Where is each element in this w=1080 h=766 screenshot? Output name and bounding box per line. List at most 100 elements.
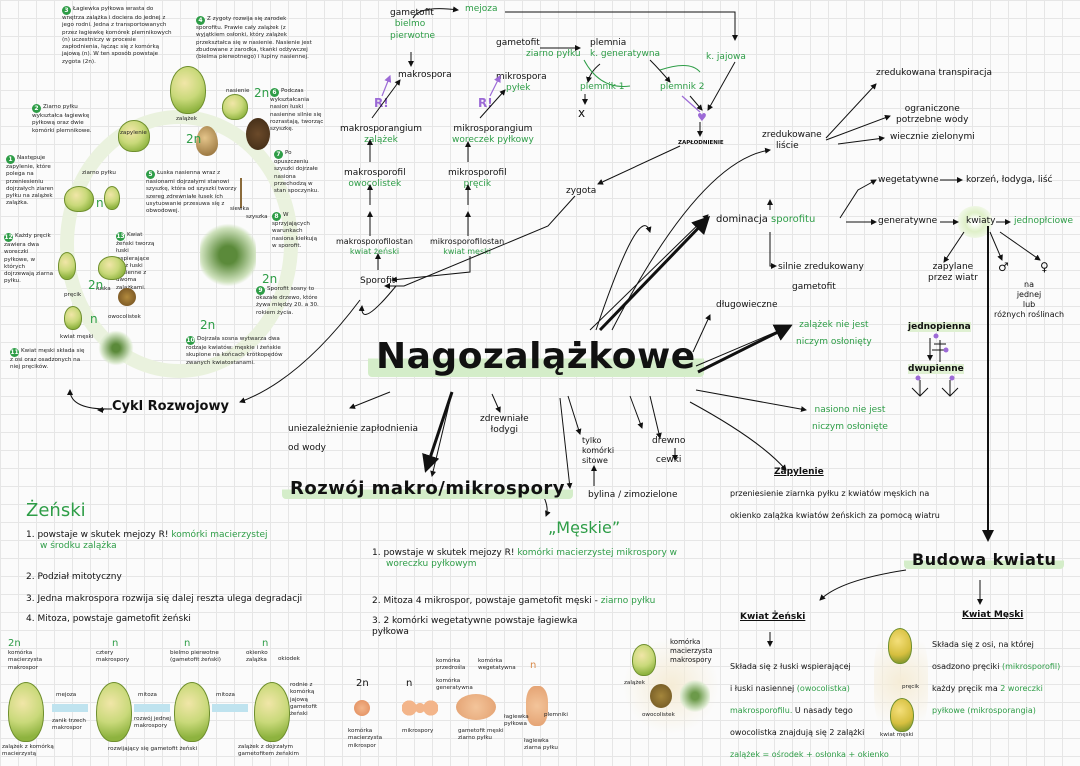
pollination-text-2: okienko zalążka kwiatów żeńskich za pomo… xyxy=(730,511,940,520)
zygota-node: zygota xyxy=(566,186,597,196)
label-2n-b: 2n xyxy=(254,86,270,100)
vegetative-result: korzeń, łodyga, liść xyxy=(966,175,1053,185)
fig-mitoza-1: mitoza xyxy=(138,692,157,698)
male-cone-figure xyxy=(890,698,914,732)
mother-cell xyxy=(354,700,370,716)
label-siewka: siewka xyxy=(230,206,250,212)
ovule-4 xyxy=(254,682,290,742)
needle-figure xyxy=(680,676,710,716)
mfig-label-sperm: plemniki xyxy=(544,712,568,718)
transpiration-node: zredukowana transpiracja xyxy=(876,68,993,78)
makrospora-node: makrospora xyxy=(398,70,452,80)
meiosis-label: mejoza xyxy=(465,4,498,14)
plemnik2-node: plemnik 2 xyxy=(660,82,705,92)
flower-structure-heading: Budowa kwiatu xyxy=(904,550,1065,569)
label-kwiat-meski: kwiat męski xyxy=(60,334,94,340)
ovule-2 xyxy=(96,682,132,742)
microspores xyxy=(402,700,438,716)
fig-zalazek-mature: zalążek z dojrzałym gametofitem żeńskim xyxy=(238,744,299,758)
cone-illustration xyxy=(246,118,270,150)
ovule-1 xyxy=(8,682,44,742)
dominance-node: dominacja sporofitu xyxy=(716,214,816,225)
cycle-heading: Cykl Rozwojowy xyxy=(112,399,229,414)
male-development-figure: 2n n n komórka macierzysta mikrospor mik… xyxy=(340,656,580,764)
reduced-node: silnie zredukowany xyxy=(778,262,864,272)
label-nasienie: nasienie xyxy=(226,88,250,94)
pine-twig-illustration xyxy=(98,328,134,368)
seedling-illustration xyxy=(240,178,264,208)
winged-seed-illustration xyxy=(196,126,218,156)
monoecious-node: jednopienna xyxy=(908,322,971,332)
fig-mother-cell: komórka macierzysta makrospory xyxy=(670,638,713,665)
fig-rozwoj: rozwój jednej makrospory xyxy=(134,716,171,730)
vegetative-node: wegetatywne xyxy=(878,175,939,185)
female-symbol: ♀ xyxy=(1040,260,1049,274)
fig-label-endosperm: bielmo pierwotne (gametofit żeński) xyxy=(170,650,221,664)
fertilization-label: ZAPŁODNIENIE xyxy=(678,140,724,146)
female-heading: Żeński xyxy=(26,500,86,521)
male-heading: „Męskie” xyxy=(548,518,621,537)
long-lived-node: długowieczne xyxy=(716,300,778,310)
female-cone-illustration xyxy=(118,288,136,306)
pine-branch-illustration xyxy=(200,220,256,290)
pollen-grain xyxy=(456,694,496,720)
arrow-1 xyxy=(52,704,88,712)
heart-icon: ♥ xyxy=(697,111,707,124)
mfig-label-prothallial: komórka przedrośla xyxy=(436,658,466,672)
cancel-mark: x xyxy=(578,106,586,120)
label-2n-e: 2n xyxy=(262,272,278,286)
seed-illustration xyxy=(170,66,206,114)
evergreen-shrub-node: bylina / zimozielone xyxy=(588,490,678,500)
fig-rozwijajacy: rozwijający się gametofit żeński xyxy=(108,746,198,752)
label-owocolistek: owocolistek xyxy=(108,314,141,320)
ovule-3 xyxy=(174,682,210,742)
stamen-illustration xyxy=(58,252,76,280)
fig-precik: pręcik xyxy=(902,684,920,690)
scale-illustration xyxy=(98,256,126,280)
seed-green-illustration xyxy=(222,94,248,120)
sporofit-node: Sporofit xyxy=(360,276,396,286)
female-flower-figure: komórka macierzysta makrospory zalążek o… xyxy=(620,632,720,742)
label-n-a: n xyxy=(96,196,104,210)
fig-mitoza-2: mitoza xyxy=(216,692,235,698)
label-ziarno: ziarno pyłku xyxy=(82,170,116,176)
fig-zalazek-mother: zalążek z komórką macierzystą xyxy=(2,744,54,758)
male-symbol: ♂ xyxy=(998,260,1009,274)
mfig-label-microspores: mikrospory xyxy=(402,728,434,734)
label-precik: pręcik xyxy=(64,292,82,298)
reduction-mark-2: R! xyxy=(478,96,493,110)
fig-rodnie: rodnie z komórką jajową gametofit żeński xyxy=(290,682,318,718)
label-zalazek: zalążek xyxy=(176,116,197,122)
male-point-1: 1. powstaje w skutek mejozy R! komórki m… xyxy=(372,548,678,570)
ovule-figure xyxy=(632,644,656,676)
female-flower-heading: Kwiat Żeński xyxy=(740,612,806,622)
male-point-3: 3. 2 komórki wegetatywne powstaje łagiew… xyxy=(372,616,578,638)
fig-label-mother: komórka macierzysta makrospor xyxy=(8,650,43,671)
female-point-1: 1. powstaje w skutek mejozy R! komórki m… xyxy=(26,530,268,552)
gametophyte-node: gametofit xyxy=(792,282,836,292)
pollination-heading: Zapylenie xyxy=(774,467,824,477)
mfig-label-vegetative: komórka wegetatywna xyxy=(478,658,516,672)
female-point-3: 3. Jedna makrospora rozwija się dalej re… xyxy=(26,594,303,604)
mfig-n-1: n xyxy=(406,678,413,689)
